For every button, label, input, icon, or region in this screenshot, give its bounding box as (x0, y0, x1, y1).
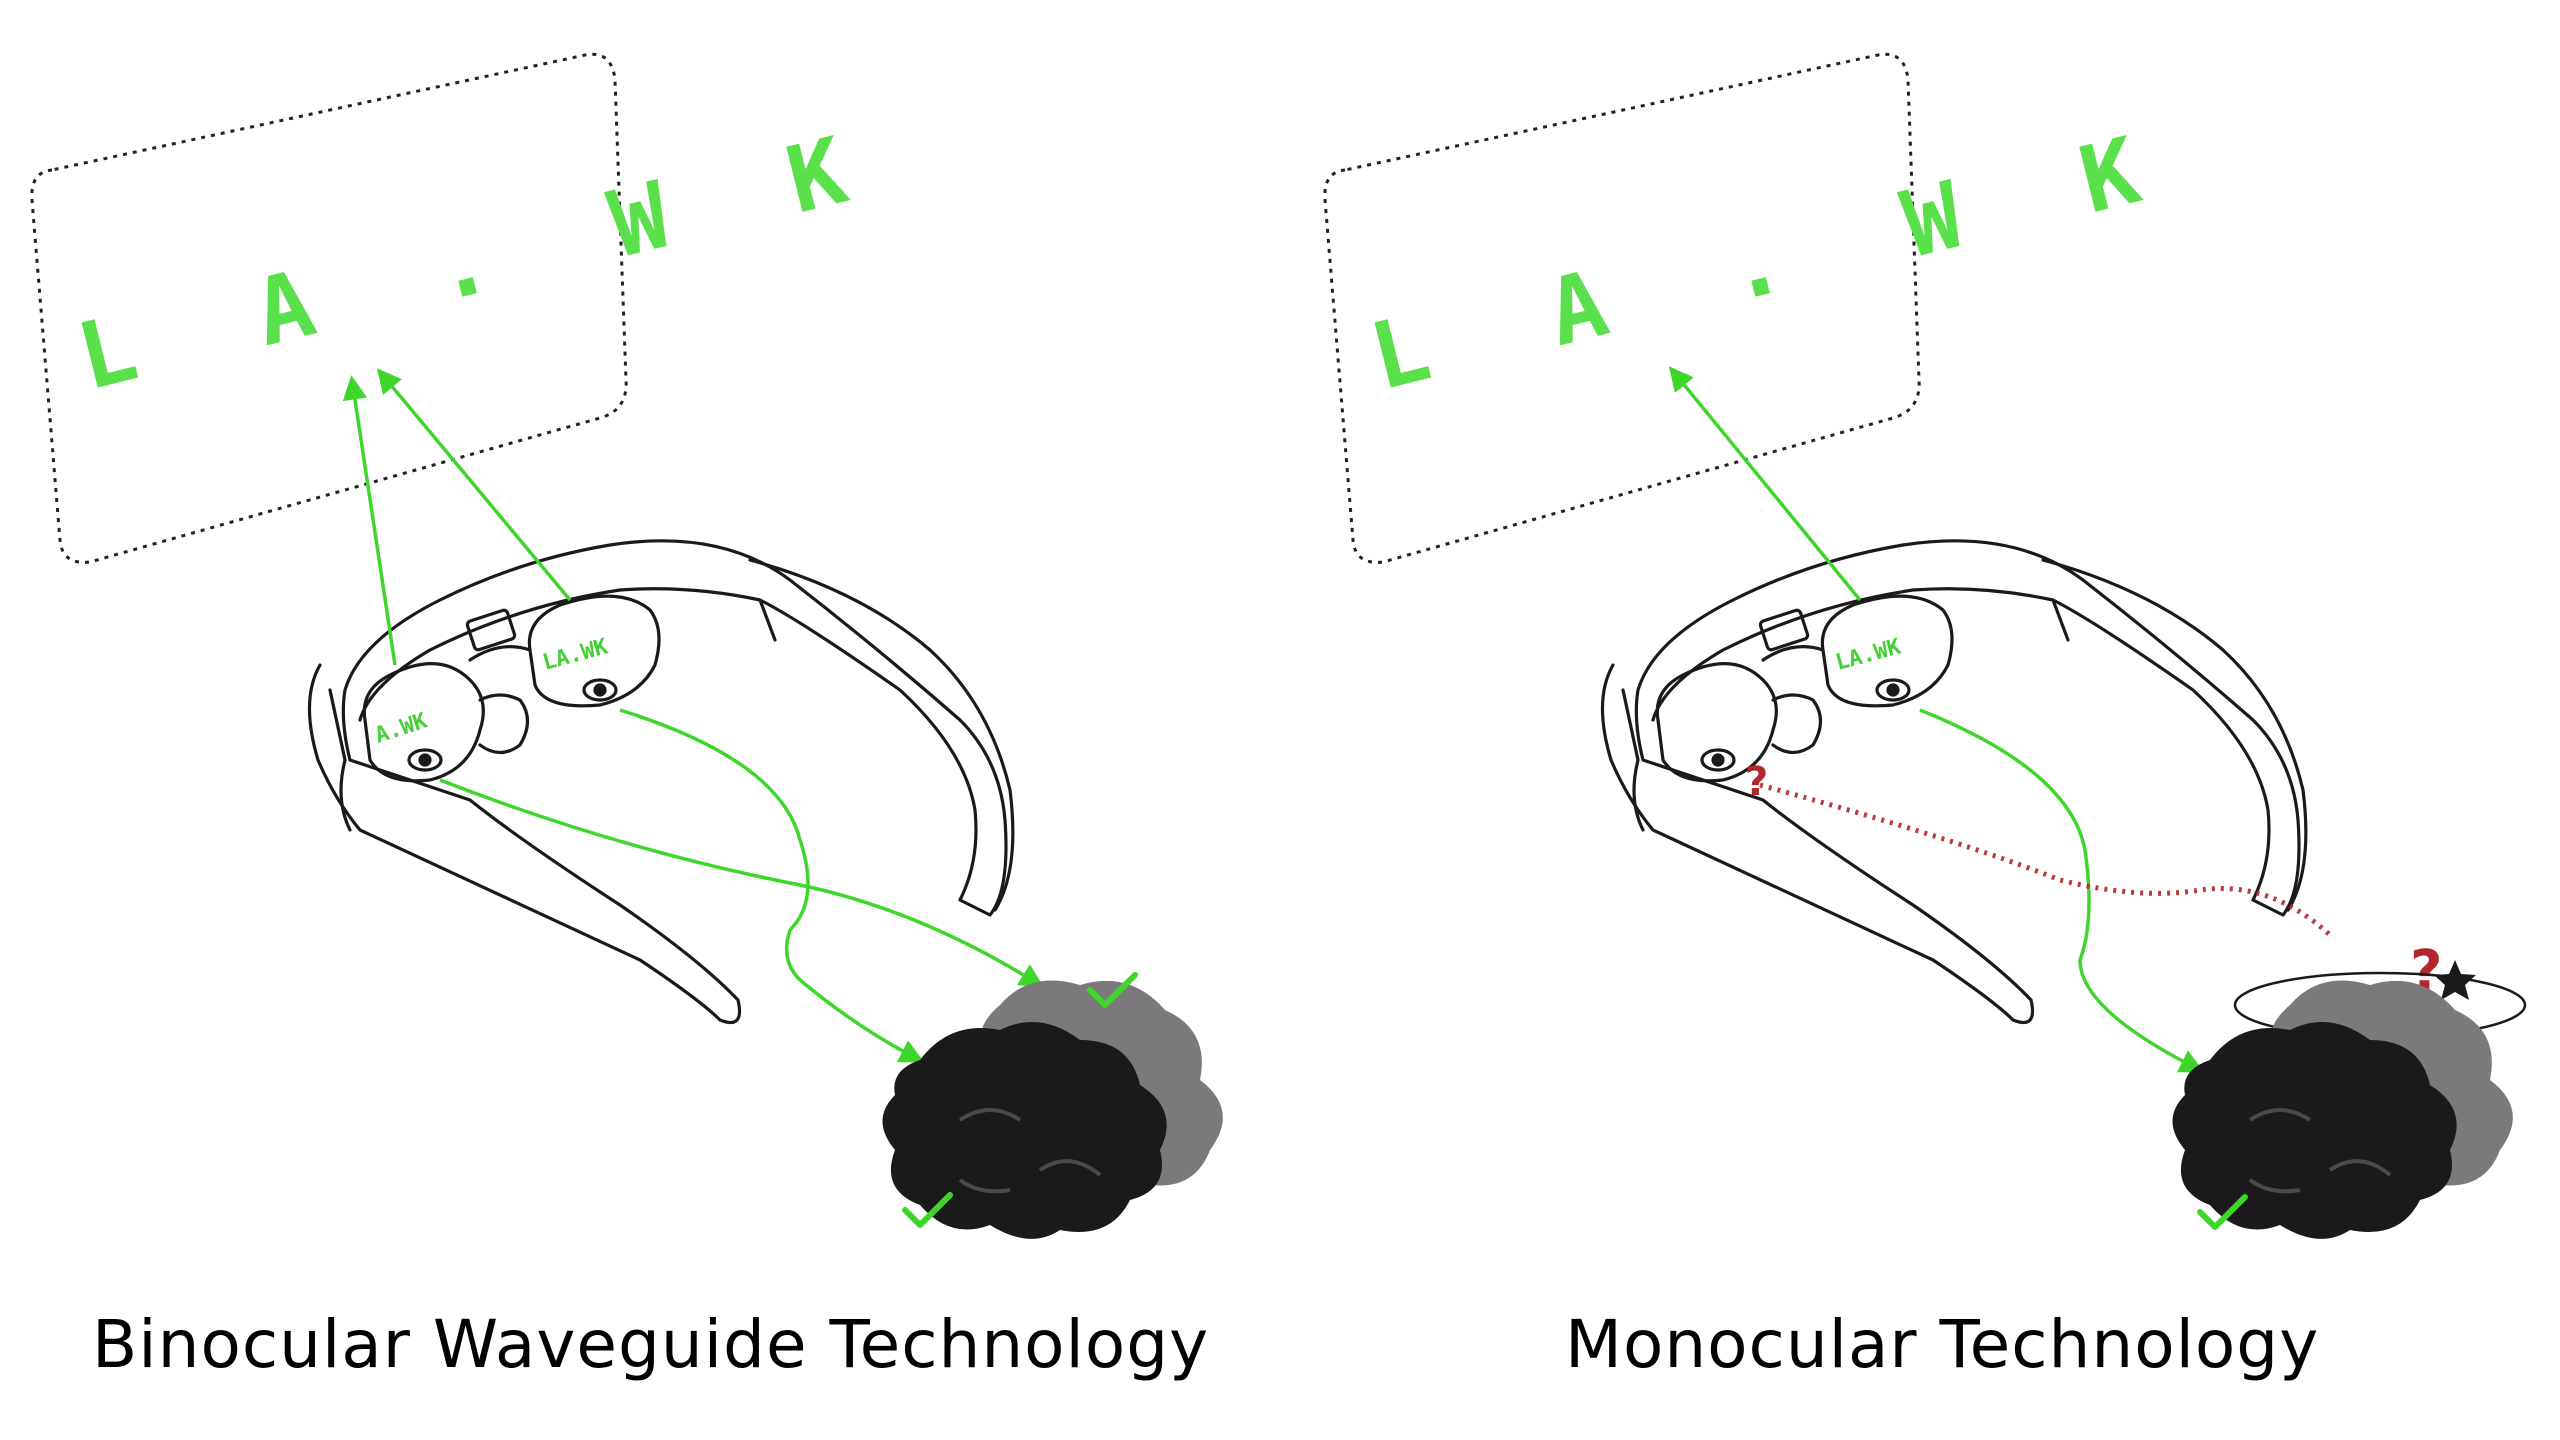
question-mark-icon: ? (1745, 759, 1768, 805)
lens-right-text: LA.WK (1833, 634, 1904, 675)
green-ray (376, 368, 572, 602)
green-ray (439, 778, 1045, 988)
green-ray (342, 375, 397, 666)
lens-left-text: A.WK (372, 708, 431, 748)
green-ray (1919, 708, 2205, 1073)
brain-icon (2172, 980, 2513, 1239)
ar-glasses-icon (307, 539, 1015, 1025)
checkmark-icon (2197, 1194, 2248, 1230)
checkmark-icon (902, 1192, 953, 1228)
monocular-caption: Monocular Technology (1565, 1306, 2320, 1383)
monocular-panel: L A . W K LA.WK ? ? (1323, 52, 2527, 1239)
binocular-caption: Binocular Waveguide Technology (92, 1306, 1210, 1383)
screen-text: L A . W K (1360, 109, 2184, 412)
green-ray (1668, 366, 1862, 602)
ar-glasses-icon (1600, 539, 2308, 1025)
brain-icon (882, 980, 1223, 1239)
projection-screen-icon (1323, 52, 1921, 564)
red-dotted-ray (1759, 782, 2332, 937)
projection-screen-icon (30, 52, 628, 564)
lens-right-text: LA.WK (540, 634, 611, 675)
star-icon (2434, 960, 2476, 1000)
screen-text: L A . W K (67, 109, 891, 412)
checkmark-icon (1087, 972, 1138, 1008)
binocular-panel: L A . W K A.WK L (30, 52, 1223, 1239)
green-ray (619, 708, 925, 1063)
